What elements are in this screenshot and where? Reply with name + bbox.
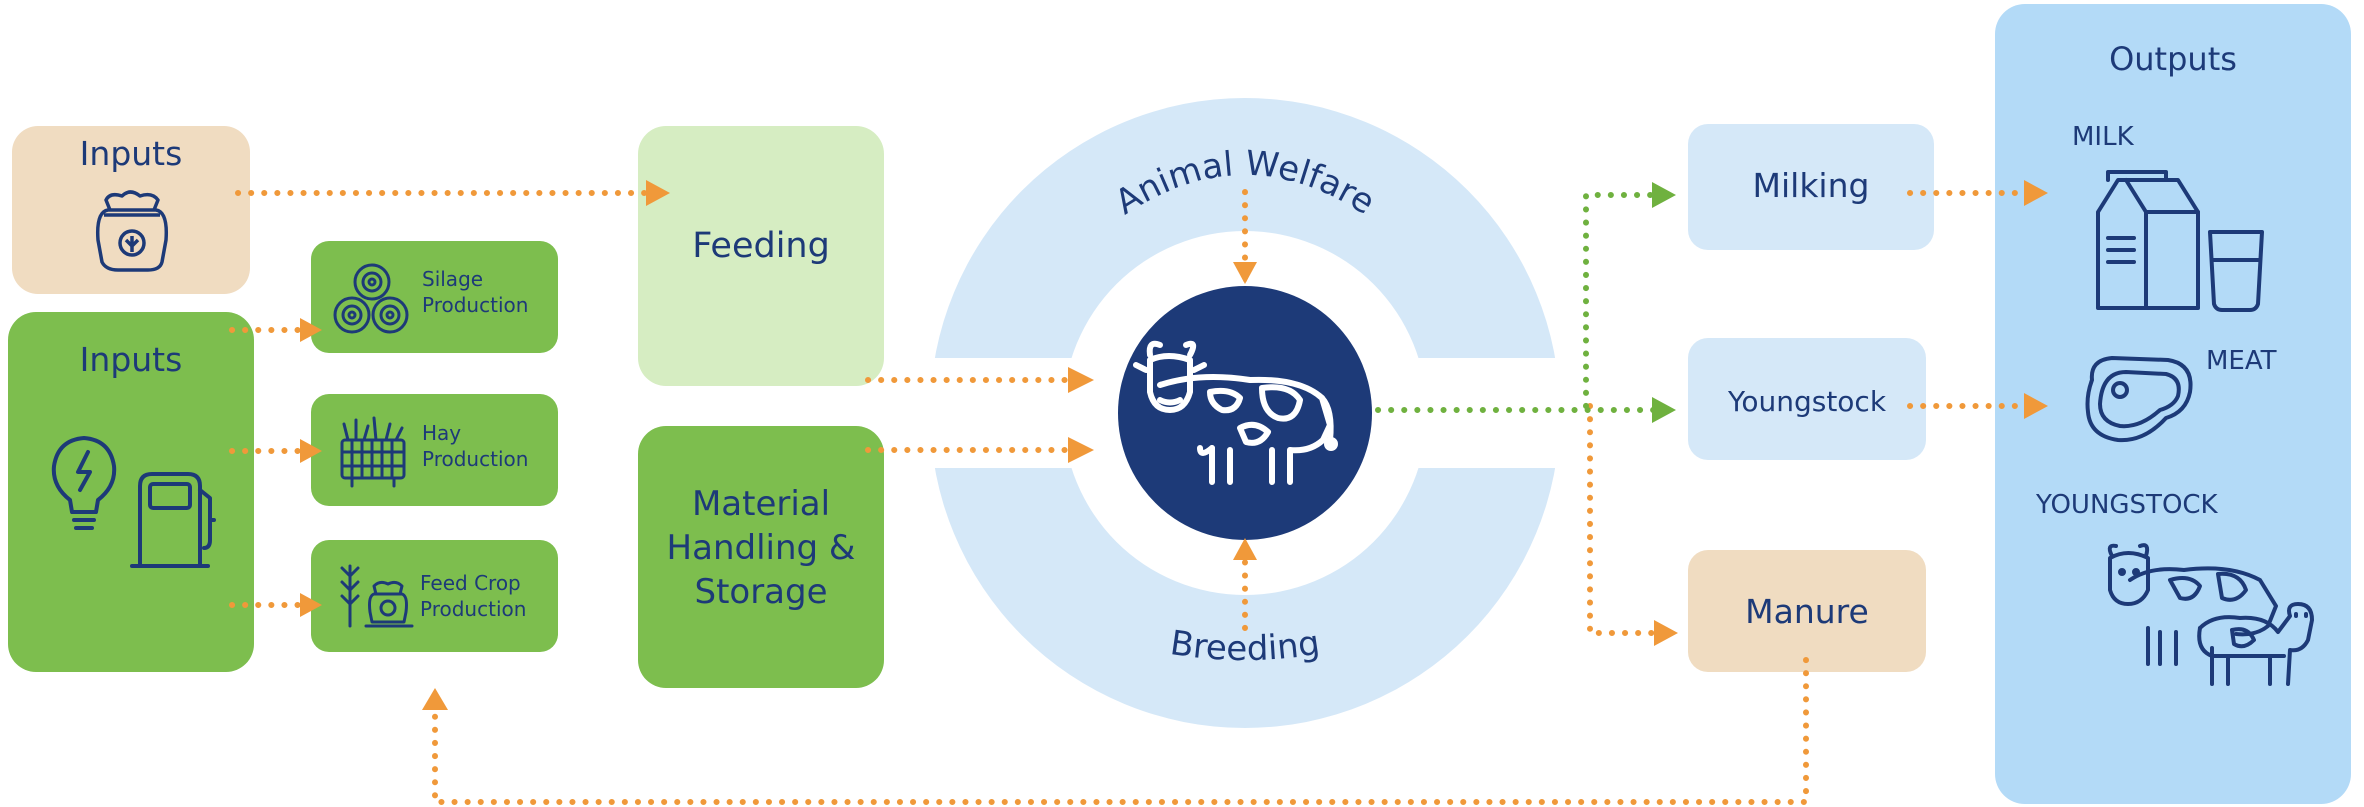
feed-crop-production-label: Feed Crop Production bbox=[420, 570, 558, 622]
milking-box bbox=[1688, 124, 1934, 250]
inputs-tan-label: Inputs bbox=[79, 134, 183, 173]
silage-production-box bbox=[311, 241, 558, 353]
feed-sack-icon bbox=[95, 190, 169, 272]
feeding-label: Feeding bbox=[692, 226, 830, 266]
cow-circle bbox=[1118, 286, 1372, 540]
manure-box bbox=[1688, 550, 1926, 672]
wheat-sack-icon bbox=[340, 564, 414, 628]
breeding-label: Breeding bbox=[1168, 623, 1322, 669]
feed-crop-production-box bbox=[311, 540, 558, 652]
feeding-box bbox=[638, 126, 884, 386]
milk-label: MILK bbox=[2072, 122, 2134, 152]
meat-label: MEAT bbox=[2206, 346, 2277, 376]
material-line1: Material bbox=[691, 484, 831, 524]
outputs-title: Outputs bbox=[2109, 40, 2237, 78]
steak-icon bbox=[2085, 356, 2193, 443]
silage-bales-icon bbox=[333, 263, 409, 334]
green-arrows bbox=[1375, 192, 1663, 413]
green-arrowheads bbox=[1652, 182, 1676, 423]
silage-line1: Silage bbox=[422, 267, 484, 291]
orange-arrows bbox=[229, 192, 2036, 805]
hay-line1: Hay bbox=[422, 421, 462, 445]
material-line2: Handling & bbox=[666, 528, 856, 568]
hay-line2: Production bbox=[422, 447, 529, 471]
material-handling-label: Material Handling & Storage bbox=[638, 482, 884, 614]
youngstock-box bbox=[1688, 338, 1926, 460]
inputs-green-label: Inputs bbox=[79, 340, 183, 379]
cow-calf-icon bbox=[2107, 543, 2314, 686]
youngstock-output-label: YOUNGSTOCK bbox=[2036, 490, 2218, 520]
cow-icon bbox=[1133, 340, 1338, 485]
fuel-pump-icon bbox=[130, 472, 216, 568]
silage-line2: Production bbox=[422, 293, 529, 317]
manure-label: Manure bbox=[1745, 592, 1869, 631]
orange-arrowheads bbox=[300, 180, 2048, 710]
feed-crop-line2: Production bbox=[420, 597, 527, 621]
lightbulb-icon bbox=[51, 436, 117, 530]
hay-production-label: Hay Production bbox=[422, 420, 558, 472]
milking-label: Milking bbox=[1752, 166, 1870, 205]
youngstock-label: Youngstock bbox=[1727, 385, 1887, 418]
hay-bale-icon bbox=[340, 416, 406, 488]
inputs-green-box bbox=[8, 312, 254, 672]
milk-carton-icon bbox=[2096, 170, 2264, 312]
feed-crop-line1: Feed Crop bbox=[420, 571, 521, 595]
material-handling-box bbox=[638, 426, 884, 688]
silage-production-label: Silage Production bbox=[422, 266, 558, 318]
material-line3: Storage bbox=[694, 572, 828, 612]
